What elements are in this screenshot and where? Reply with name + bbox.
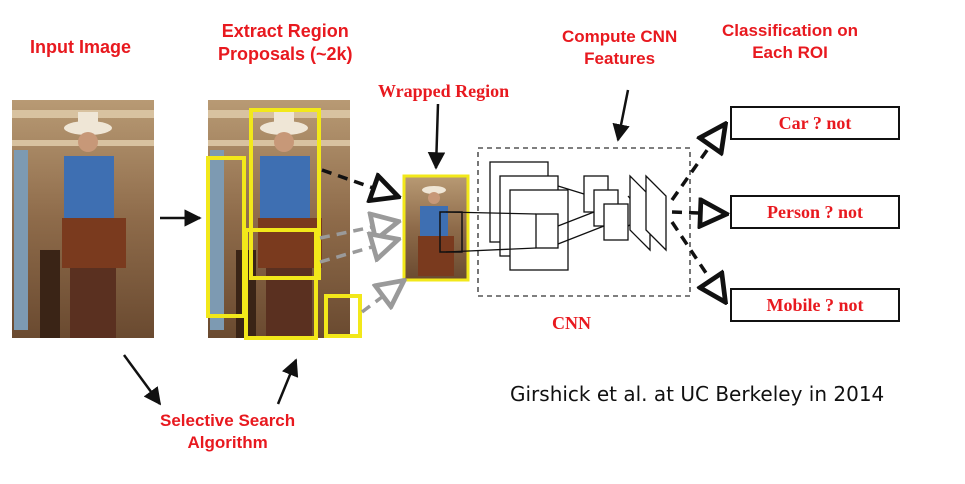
wrapped-region-label: Wrapped Region (378, 81, 510, 101)
arrow-wrapped-label (427, 103, 446, 170)
selective-search-label: Selective Search Algorithm (160, 410, 295, 454)
input-image (12, 100, 154, 338)
classification-label: Classification on Each ROI (722, 20, 858, 64)
compute-cnn-line2: Features (584, 49, 656, 69)
credit-text: Girshick et al. at UC Berkeley in 2014 (510, 382, 885, 406)
arrow-compute-label (612, 89, 630, 142)
proposal-box (249, 108, 321, 280)
arrow-proposal-to-wrapped (319, 240, 396, 264)
output-mobile-box: Mobile ? not (730, 288, 900, 322)
selective-search-line1: Selective Search (160, 411, 296, 430)
output-person-box: Person ? not (730, 195, 900, 229)
arrow-to-car (670, 126, 724, 202)
cnn-fc-layers (629, 174, 667, 252)
arrow-proposal-to-wrapped (360, 282, 402, 314)
arrow-to-mobile (670, 221, 724, 300)
compute-cnn-line1: Compute CNN (562, 27, 678, 46)
wrapped-region-image (402, 174, 470, 282)
classification-line2: Each ROI (752, 43, 828, 63)
proposal-image (206, 100, 362, 340)
extract-proposals-label: Extract Region Proposals (~2k) (218, 20, 353, 67)
extract-proposals-line2: Proposals (~2k) (218, 44, 353, 65)
proposal-box (324, 294, 362, 338)
compute-cnn-label: Compute CNN Features (562, 26, 677, 70)
arrow-selective-from-input (122, 354, 162, 406)
arrow-to-person (671, 212, 724, 214)
selective-search-line2: Algorithm (187, 433, 268, 453)
proposal-box (244, 228, 318, 340)
cnn-feature-maps (489, 161, 629, 271)
arrow-proposal-to-wrapped (319, 222, 396, 238)
arrow-selective-to-proposals (276, 358, 299, 405)
output-car-box: Car ? not (730, 106, 900, 140)
arrow-proposal-to-wrapped (321, 168, 396, 196)
cnn-label: CNN (552, 313, 591, 333)
input-image-label: Input Image (30, 37, 132, 57)
extract-proposals-line1: Extract Region (221, 21, 349, 41)
classification-line1: Classification on (722, 21, 859, 40)
